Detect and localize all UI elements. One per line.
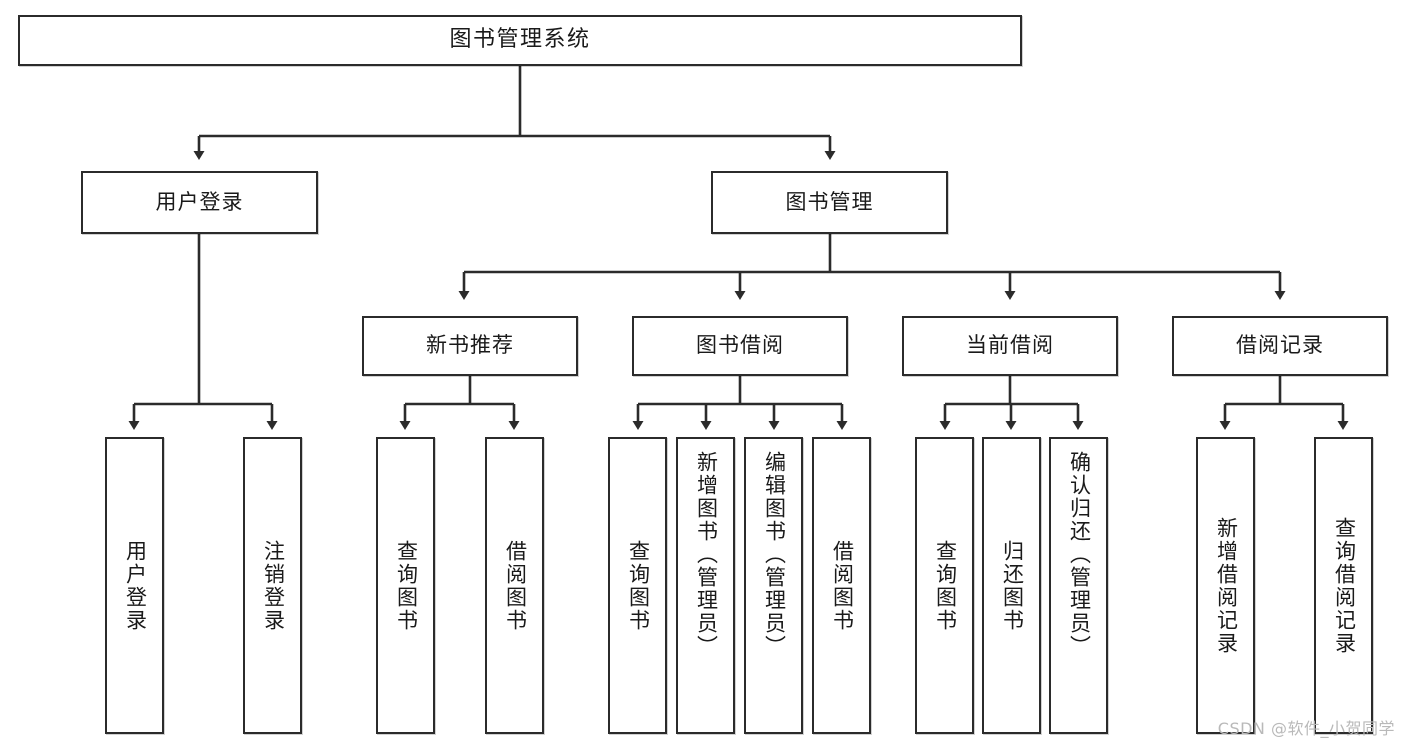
node-label: 查询图书	[933, 539, 958, 632]
node-leaf-add-record[interactable]: 新增借阅记录	[1196, 437, 1255, 734]
node-user-login[interactable]: 用户登录	[81, 171, 318, 234]
node-label: 图书借阅	[696, 333, 784, 358]
node-current-borrow[interactable]: 当前借阅	[902, 316, 1118, 376]
node-root-system[interactable]: 图书管理系统	[18, 15, 1022, 66]
node-new-book-recommend[interactable]: 新书推荐	[362, 316, 578, 376]
node-leaf-logout-login[interactable]: 注销登录	[243, 437, 302, 734]
node-label: 图书管理	[785, 189, 874, 214]
node-label: 新书推荐	[426, 333, 514, 358]
node-leaf-confirm-return[interactable]: 确认归还（管理员）	[1049, 437, 1108, 734]
node-label: 用户登录	[123, 539, 148, 632]
node-label: 归还图书	[1000, 539, 1025, 632]
node-leaf-borrow-book-2[interactable]: 借阅图书	[812, 437, 871, 734]
node-label: 编辑图书（管理员）	[762, 451, 787, 658]
node-label: 查询图书	[626, 539, 651, 632]
node-book-borrow[interactable]: 图书借阅	[632, 316, 848, 376]
node-label: 借阅图书	[830, 539, 855, 632]
node-label: 注销登录	[261, 539, 286, 632]
node-borrow-record[interactable]: 借阅记录	[1172, 316, 1388, 376]
node-label: 借阅图书	[503, 539, 528, 632]
node-label: 图书管理系统	[449, 27, 591, 53]
node-leaf-query-book-2[interactable]: 查询图书	[608, 437, 667, 734]
node-leaf-query-record[interactable]: 查询借阅记录	[1314, 437, 1373, 734]
node-leaf-edit-book[interactable]: 编辑图书（管理员）	[744, 437, 803, 734]
node-label: 查询图书	[394, 539, 419, 632]
node-label: 当前借阅	[966, 333, 1054, 358]
node-book-management[interactable]: 图书管理	[711, 171, 948, 234]
node-leaf-borrow-book-1[interactable]: 借阅图书	[485, 437, 544, 734]
node-label: 用户登录	[155, 189, 244, 214]
node-label: 借阅记录	[1236, 333, 1324, 358]
watermark: CSDN @软件_小贺同学	[1217, 719, 1395, 738]
node-leaf-query-book-3[interactable]: 查询图书	[915, 437, 974, 734]
node-leaf-add-book[interactable]: 新增图书（管理员）	[676, 437, 735, 734]
node-label: 查询借阅记录	[1332, 516, 1357, 655]
node-label: 新增图书（管理员）	[694, 451, 719, 658]
node-leaf-query-book-1[interactable]: 查询图书	[376, 437, 435, 734]
node-label: 新增借阅记录	[1214, 516, 1239, 655]
node-leaf-return-book[interactable]: 归还图书	[982, 437, 1041, 734]
node-label: 确认归还（管理员）	[1067, 451, 1092, 658]
node-leaf-user-login[interactable]: 用户登录	[105, 437, 164, 734]
